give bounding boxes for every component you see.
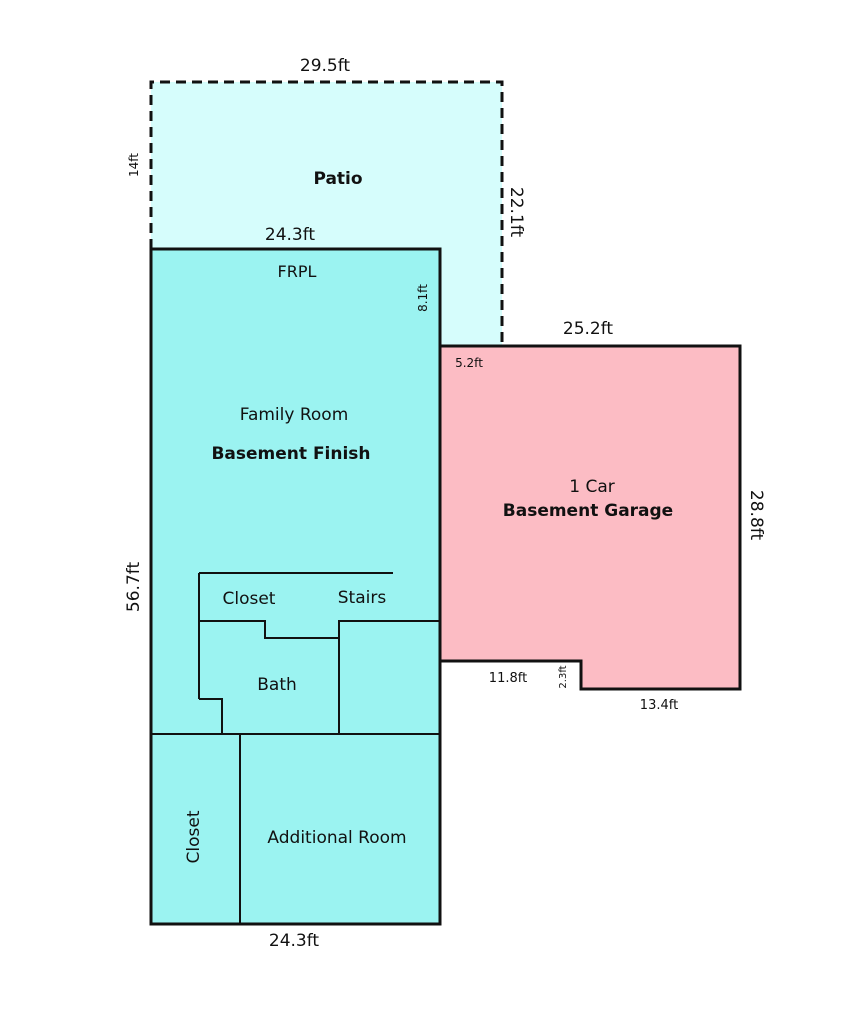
frpl-side-dimension: 8.1ft — [416, 284, 430, 312]
patio-top-dimension: 29.5ft — [300, 56, 351, 76]
finish-left-dimension: 56.7ft — [124, 562, 144, 613]
patio-dashed-outline — [149, 80, 504, 346]
finish-bottom-dimension: 24.3ft — [269, 931, 320, 951]
closet-lower-label: Closet — [184, 810, 204, 863]
stairs-wall — [338, 620, 440, 734]
basement-garage-label: Basement Garage — [503, 501, 673, 521]
family-room-label: Family Room — [240, 405, 349, 425]
garage-bottom-right-dimension: 13.4ft — [640, 698, 678, 713]
basement-finish-label: Basement Finish — [211, 444, 370, 464]
garage-right-dimension: 28.8ft — [746, 490, 766, 541]
garage-step-dimension: 2.3ft — [558, 665, 569, 688]
finish-top-dimension: 24.3ft — [265, 225, 316, 245]
patio-label: Patio — [313, 169, 362, 189]
interior-walls — [151, 572, 440, 924]
bath-label: Bath — [257, 675, 297, 695]
garage-notch-dimension: 5.2ft — [455, 356, 483, 370]
patio-left-dimension: 14ft — [127, 153, 141, 177]
garage-top-dimension: 25.2ft — [563, 319, 614, 339]
frpl-label: FRPL — [278, 262, 317, 281]
closet-bath-wall — [199, 620, 339, 639]
closet-upper-label: Closet — [223, 589, 276, 609]
garage-bottom-left-dimension: 11.8ft — [489, 671, 527, 686]
bath-left-wall — [199, 698, 223, 734]
additional-room-label: Additional Room — [267, 828, 406, 848]
patio-right-dimension: 22.1ft — [506, 187, 526, 238]
car-count-label: 1 Car — [569, 477, 615, 497]
stairs-label: Stairs — [338, 588, 387, 608]
patio-area — [151, 82, 502, 346]
